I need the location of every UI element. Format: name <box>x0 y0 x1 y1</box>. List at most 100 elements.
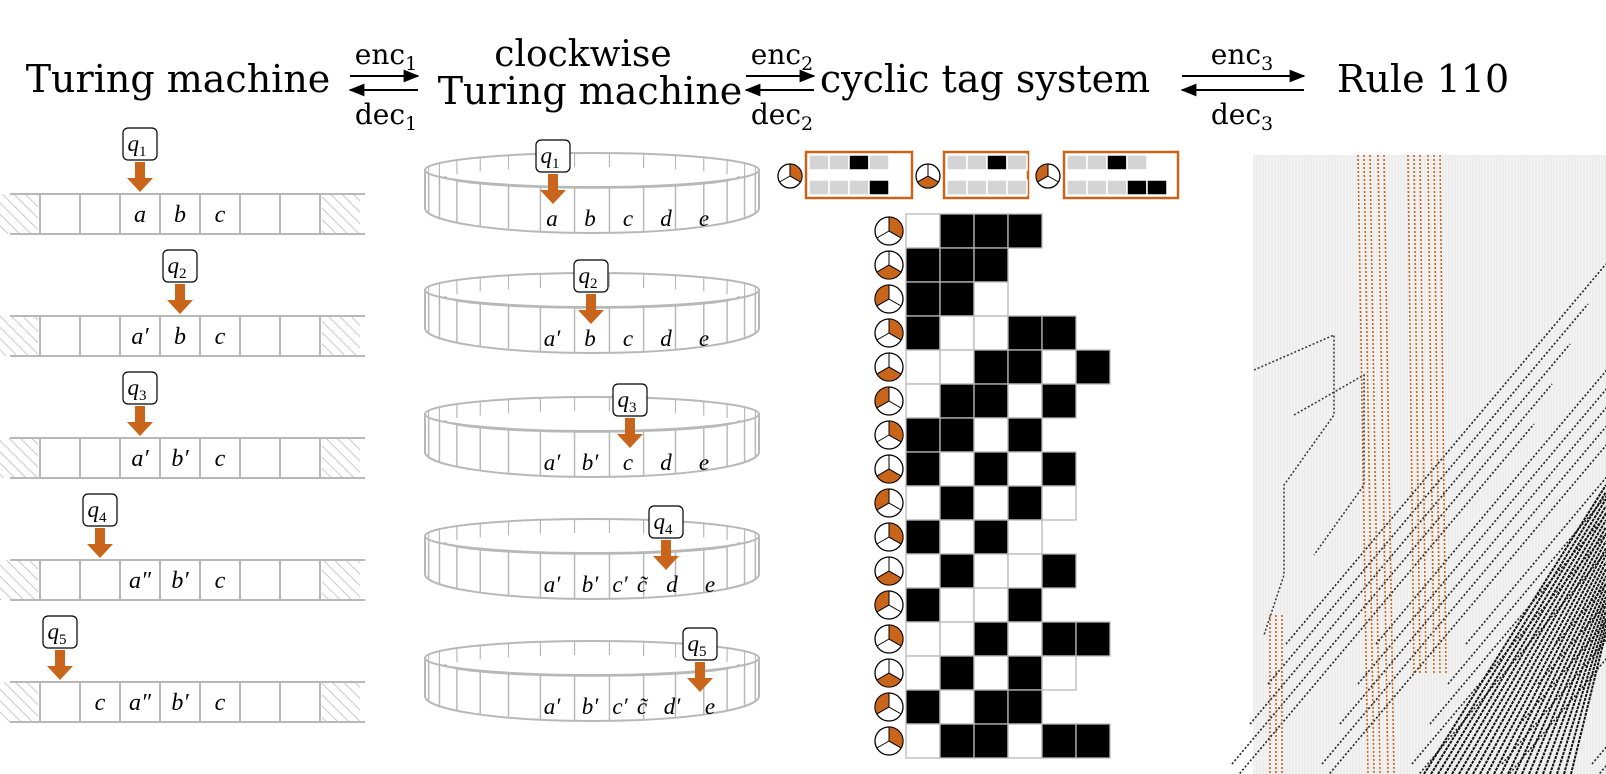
phase-divider <box>888 264 902 273</box>
tag-row-phase <box>874 624 904 654</box>
head-arrow-tip <box>653 556 679 570</box>
tag-cell <box>939 417 975 453</box>
r110-dense-band <box>1423 484 1606 774</box>
tag-cell <box>1041 383 1077 419</box>
ring-symbol: c′ <box>612 694 628 719</box>
tag-cell <box>1007 723 1043 759</box>
tag-row-phase <box>874 352 904 382</box>
arrow-pair-3: enc3 dec3 <box>1180 38 1306 135</box>
phase-divider <box>779 175 791 183</box>
state-subscript: 5 <box>59 632 67 648</box>
appendant-phase <box>1035 163 1061 189</box>
state-subscript: 2 <box>179 266 187 282</box>
appendant-bottom-cell <box>966 179 988 196</box>
ring-symbol: d <box>660 450 672 475</box>
appendant-bottom-cell <box>1006 179 1028 196</box>
tag-cell <box>939 451 975 487</box>
tag-row-1 <box>874 213 1043 249</box>
appendant-phase <box>777 163 803 189</box>
cw-head: q3 <box>612 383 648 448</box>
r110-band-line <box>1493 554 1606 774</box>
state-box <box>648 505 684 539</box>
tag-cell <box>1041 723 1077 759</box>
ring-symbol: e <box>705 572 715 597</box>
ring-symbol: a <box>546 206 558 231</box>
head-arrow-shaft <box>661 540 671 556</box>
state-label: q1 <box>541 143 560 172</box>
tag-row-phase <box>874 420 904 450</box>
tag-cell <box>1041 349 1077 385</box>
state-box <box>82 493 118 527</box>
tape-left-end <box>0 194 38 234</box>
appendant-bottom-cell <box>946 179 968 196</box>
tape-symbol: c <box>95 690 106 716</box>
r110-orange-streak <box>1419 154 1427 676</box>
tag-cell <box>973 451 1009 487</box>
r110-step-path <box>1293 373 1365 556</box>
state-letter: q <box>541 143 553 168</box>
head-arrow-tip <box>167 300 193 314</box>
r110-glider <box>1375 369 1606 645</box>
ring-top <box>424 152 760 188</box>
tag-cell <box>1007 689 1043 725</box>
r110-band-line <box>1458 519 1606 774</box>
tape-symbol: c <box>215 202 226 228</box>
tag-cell <box>1007 383 1043 419</box>
ring-symbol: a′ <box>544 450 562 475</box>
head-arrow-tip <box>617 434 643 448</box>
phase-divider <box>876 638 890 647</box>
head-arrow-shaft <box>695 662 705 678</box>
head-arrow-tip <box>540 190 566 204</box>
state-label: q3 <box>618 387 637 416</box>
tag-cell <box>939 655 975 691</box>
r110-orange-streak <box>1369 154 1381 774</box>
tag-row-5 <box>874 349 1111 385</box>
tape-left-end <box>0 438 38 478</box>
title-clockwise-line1: clockwise <box>494 34 671 75</box>
enc-label-1: enc1 <box>355 38 417 75</box>
tag-cell <box>1075 621 1111 657</box>
tag-row-13 <box>874 621 1111 657</box>
head-arrow-shaft <box>175 284 185 300</box>
phase-divider <box>1047 175 1059 183</box>
tape-symbol: c <box>215 446 226 472</box>
phase-divider <box>876 230 890 239</box>
tag-cell <box>939 281 975 317</box>
head-arrow-shaft <box>625 418 635 434</box>
tag-row-4 <box>874 315 1077 351</box>
tape-symbol: a″ <box>129 568 152 594</box>
tag-row-phase <box>874 488 904 518</box>
tag-cell <box>905 383 941 419</box>
r110-glider <box>1321 425 1606 765</box>
tape-left-end <box>0 560 38 600</box>
state-box <box>122 371 158 405</box>
head-arrow-tip <box>127 178 153 192</box>
cw-step-5: a′b′c′c̃d′eq5 <box>424 627 760 722</box>
phase-divider <box>888 230 902 239</box>
tag-cell <box>973 281 1009 317</box>
r110-orange-streak <box>1357 154 1369 774</box>
phase-sector <box>876 468 902 484</box>
r110-glider <box>1249 343 1571 725</box>
tag-row-phase <box>874 522 904 552</box>
head-arrow-shaft <box>586 294 596 310</box>
tag-cell <box>1075 349 1111 385</box>
head-arrow-shaft <box>548 174 558 190</box>
tm-head: q2 <box>162 249 198 314</box>
tag-cell <box>939 553 975 589</box>
appendant-bottom-cell <box>1146 179 1168 196</box>
tag-cell <box>973 587 1009 623</box>
r110-glider <box>1339 406 1606 725</box>
phase-divider <box>888 604 902 613</box>
tag-row-6 <box>874 383 1077 419</box>
phase-divider <box>888 740 902 749</box>
state-subscript: 2 <box>590 276 598 292</box>
title-clockwise-line2: Turing machine <box>438 69 743 113</box>
state-subscript: 3 <box>139 388 147 404</box>
tag-row-10 <box>874 519 1043 555</box>
arrow-pair-1: enc1 dec1 <box>348 38 420 135</box>
phase-divider <box>888 366 902 375</box>
